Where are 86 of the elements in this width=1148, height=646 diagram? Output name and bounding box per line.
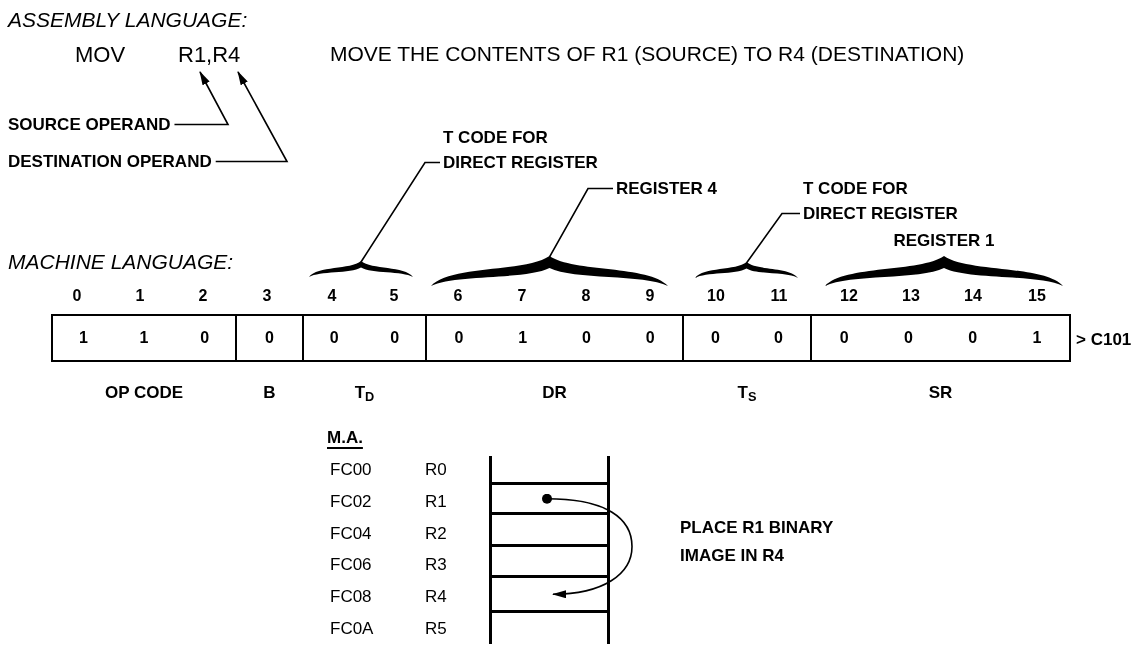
- leader-line: [745, 212, 801, 264]
- bit-value: 0: [200, 328, 210, 348]
- bit-number: 9: [644, 286, 656, 306]
- leader-line: [214, 71, 289, 163]
- field-name: B: [262, 382, 277, 404]
- bit-number: 1: [134, 286, 146, 306]
- column-heading: M.A.: [327, 427, 363, 449]
- memory-address: FC04: [330, 523, 372, 545]
- register-cell: [489, 576, 610, 613]
- bit-value: 1: [1032, 328, 1042, 348]
- field-name: DR: [541, 382, 568, 404]
- bit-value: 0: [581, 328, 591, 348]
- bit-value: 0: [711, 328, 720, 348]
- bit-value: 0: [903, 328, 913, 348]
- bit-value: 1: [139, 328, 149, 348]
- register-cell: [489, 456, 610, 485]
- curly-brace: [695, 262, 798, 278]
- curved-arrow: [542, 493, 633, 598]
- bit-number: 14: [963, 286, 983, 306]
- register-name: R3: [425, 554, 447, 576]
- bit-field: [51, 314, 237, 362]
- bit-number: 2: [197, 286, 209, 306]
- callout-text: SOURCE OPERAND: [8, 112, 171, 137]
- memory-address: FC06: [330, 554, 372, 576]
- section-heading: MACHINE LANGUAGE:: [8, 249, 234, 275]
- field-name: SR: [927, 382, 954, 404]
- instruction-description: MOVE THE CONTENTS OF R1 (SOURCE) TO R4 (DESTINATION): [330, 41, 965, 67]
- leader-line: [360, 161, 441, 263]
- bit-number: 10: [706, 286, 726, 306]
- register-cell: [489, 513, 610, 547]
- curly-brace: [431, 256, 668, 286]
- leader-line: [173, 71, 230, 126]
- bit-number: 4: [326, 286, 338, 306]
- bit-value: 0: [265, 328, 274, 348]
- memory-address: FC0A: [330, 618, 374, 640]
- section-heading: ASSEMBLY LANGUAGE:: [8, 7, 248, 33]
- instruction-mnemonic: MOV: [75, 41, 126, 69]
- register-name: R2: [425, 523, 447, 545]
- bit-value: 0: [774, 328, 783, 348]
- register-cell: [489, 483, 610, 515]
- bit-number: 3: [261, 286, 273, 306]
- bit-value: 0: [968, 328, 978, 348]
- bit-number: 13: [901, 286, 921, 306]
- bit-value: 0: [645, 328, 655, 348]
- callout-text: DESTINATION OPERAND: [8, 149, 212, 174]
- bit-value: 0: [390, 328, 400, 348]
- bit-number: 15: [1027, 286, 1047, 306]
- instruction-operands: R1,R4: [178, 38, 241, 71]
- bit-value: 0: [454, 328, 464, 348]
- bit-number: 5: [388, 286, 400, 306]
- register-name: R1: [425, 491, 447, 513]
- bit-value: 1: [518, 328, 528, 348]
- bit-value: 0: [839, 328, 849, 348]
- leader-line: [548, 187, 614, 258]
- curly-brace: [825, 256, 1063, 286]
- register-name: R5: [425, 618, 447, 640]
- memory-address: FC08: [330, 586, 372, 608]
- register-name: R4: [425, 586, 447, 608]
- field-name: T$_{D}$: [353, 382, 376, 406]
- curly-brace: [309, 261, 413, 277]
- field-name: T$_{S}$: [736, 382, 758, 406]
- callout-text: T CODE FOR DIRECT REGISTER: [803, 176, 966, 226]
- register-label: REGISTER 1: [892, 230, 996, 252]
- bit-field: [302, 314, 427, 362]
- bit-field: [425, 314, 684, 362]
- bit-number: 0: [71, 286, 83, 306]
- register-cell: [489, 611, 610, 644]
- bit-number: 12: [839, 286, 859, 306]
- bit-field: [810, 314, 1071, 362]
- register-name: R0: [425, 459, 447, 481]
- memory-address: FC00: [330, 459, 372, 481]
- memory-address: FC02: [330, 491, 372, 513]
- hex-value: > C101: [1076, 329, 1132, 351]
- bit-number: 11: [769, 286, 789, 306]
- callout-text: T CODE FOR DIRECT REGISTER: [443, 125, 606, 175]
- field-name: OP CODE: [103, 382, 185, 404]
- bit-value: 1: [78, 328, 88, 348]
- bit-value: 0: [329, 328, 339, 348]
- note-text: PLACE R1 BINARY IMAGE IN R4: [680, 517, 835, 567]
- callout-text: REGISTER 4: [616, 176, 718, 201]
- bit-number: 8: [580, 286, 592, 306]
- register-cell: [489, 545, 610, 578]
- bit-number: 7: [516, 286, 528, 306]
- bit-field: [682, 314, 812, 362]
- bit-field: [235, 314, 304, 362]
- bit-number: 6: [452, 286, 464, 306]
